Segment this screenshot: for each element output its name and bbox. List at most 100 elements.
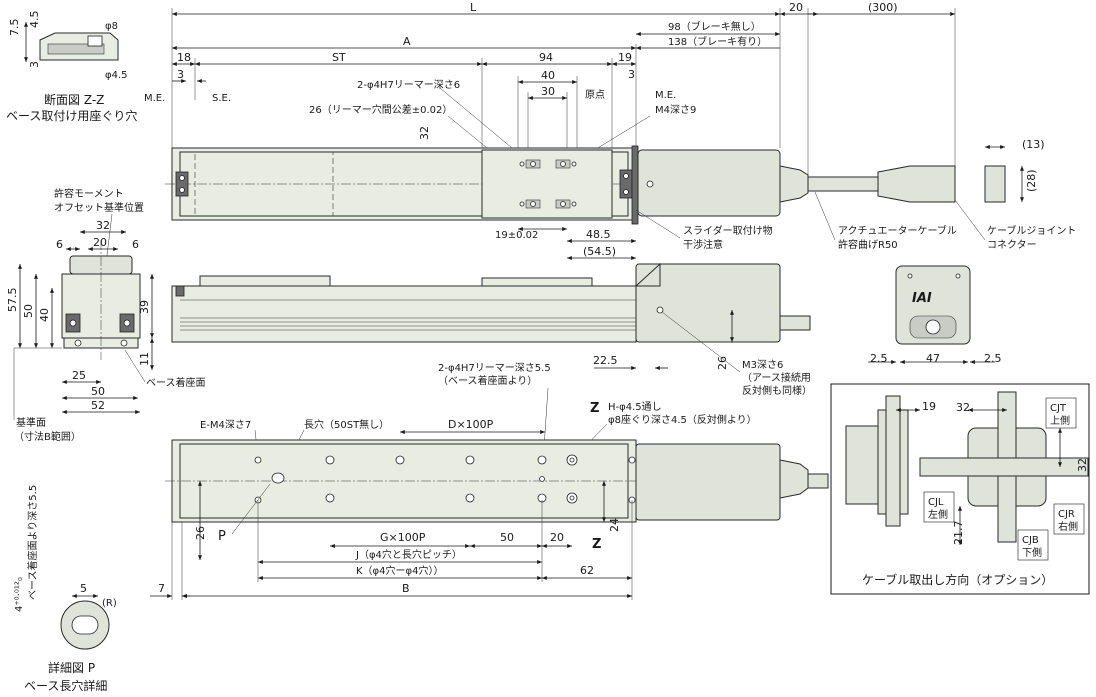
dim-3-zz: 3 (28, 61, 41, 68)
dim-brake-none: 98（ブレーキ無し） (668, 20, 761, 33)
dim-20: 20 (789, 1, 803, 14)
motor-end-view: IAI 2.5 47 2.5 (868, 265, 1002, 365)
section-zz: 7.5 4.5 3 φ8 φ4.5 断面図 Z-Z ベース取付け用座ぐり穴 (6, 11, 137, 124)
dim-300: (300) (868, 1, 898, 14)
dim-50-end-b: 50 (91, 385, 105, 398)
dim-47: 47 (926, 352, 940, 365)
dim-2-5-a: 2.5 (870, 352, 888, 365)
cjl-code: CJL (928, 497, 944, 508)
dim-39: 39 (138, 300, 151, 314)
dim-32-top: 32 (418, 126, 431, 140)
side-view: 22.5 26 M3深さ6 （アース接続用 反対側も同様） (171, 262, 812, 397)
dim-dx: D×100P (448, 418, 494, 431)
note-bottom-reamer-1: 2-φ4H7リーマー深さ5.5 (438, 362, 551, 374)
dim-2-5-b: 2.5 (984, 352, 1002, 365)
dim-brake-with: 138（ブレーキ有り） (668, 35, 767, 48)
bottom-view: 2-φ4H7リーマー深さ5.5 （ベース着座面より） E-M4深さ7 長穴（50… (150, 362, 829, 600)
p-label: P (218, 529, 226, 544)
note-me-left: M.E. (144, 93, 165, 104)
dim-62: 62 (580, 564, 594, 577)
detail-p-5: 5 (80, 582, 87, 595)
dim-11: 11 (138, 352, 151, 366)
detail-p-tol: 4⁺⁰·⁰¹²₀ (14, 577, 25, 612)
dim-20-bottom: 20 (550, 531, 564, 544)
dim-30: 30 (541, 85, 555, 98)
note-se: S.E. (212, 93, 231, 104)
dim-26-bottom: 26 (194, 526, 207, 540)
dim-50-end: 50 (22, 304, 35, 318)
dim-7-5: 7.5 (8, 19, 21, 37)
note-me-right: M.E. (655, 90, 676, 101)
cjt-label: 上側 (1050, 414, 1070, 427)
note-origin: 原点 (585, 89, 605, 101)
note-slider-2: 干渉注意 (683, 238, 723, 251)
note-hthru-1: H-φ4.5通し (608, 401, 662, 413)
dim-6-b: 6 (132, 238, 139, 251)
dim-20-end: 20 (93, 236, 107, 249)
cable-dim-19: 19 (922, 400, 936, 413)
note-moment-1: 許容モーメント (54, 187, 124, 200)
detail-p-depth: ベース着座面より深さ5.5 (26, 485, 39, 600)
cable-dim-32: 32 (956, 401, 970, 414)
note-ref-2: （寸法B範囲） (14, 430, 81, 443)
dim-28: (28) (1025, 169, 1038, 192)
dim-phi4-5: φ4.5 (105, 70, 128, 81)
cjb-code: CJB (1022, 535, 1039, 546)
dim-19: 19 (618, 51, 632, 64)
note-moment-2: オフセット基準位置 (54, 201, 144, 214)
iai-logo: IAI (912, 291, 932, 306)
note-bottom-reamer-2: （ベース着座面より） (438, 374, 537, 387)
detail-p: ベース着座面より深さ5.5 4⁺⁰·⁰¹²₀ 5 (R) 詳細図 P ベース長穴… (14, 485, 117, 693)
dim-19-tol: 19±0.02 (495, 230, 538, 241)
dim-13: (13) (1022, 138, 1045, 151)
dim-phi8: φ8 (105, 21, 118, 32)
dim-k: K（φ4穴ーφ4穴）） (356, 564, 443, 577)
dim-L: L (470, 1, 477, 14)
dim-b: B (402, 582, 410, 595)
note-m4: M4深さ9 (655, 104, 696, 116)
note-em4: E-M4深さ7 (200, 419, 251, 431)
z-label-bottom: Z (592, 537, 601, 552)
dim-3-right: 3 (628, 68, 635, 81)
note-cable-2: 許容曲げR50 (838, 238, 898, 251)
note-slot-hole: 長穴（50ST無し） (304, 418, 389, 431)
cjr-label: 右側 (1058, 520, 1078, 533)
dim-40-end: 40 (38, 308, 51, 322)
cjt-code: CJT (1050, 403, 1067, 414)
note-joint-2: コネクター (987, 239, 1037, 251)
end-view: 許容モーメント オフセット基準位置 32 6 20 6 57.5 50 40 3… (6, 187, 206, 443)
dim-54-5: (54.5) (583, 245, 616, 258)
dim-A: A (403, 35, 411, 48)
note-hthru-2: φ8座ぐり深さ4.5（反対側より） (608, 413, 757, 426)
section-zz-subtitle: ベース取付け用座ぐり穴 (6, 108, 137, 123)
note-base-surface: ベース着座面 (146, 376, 206, 389)
note-reamer-tol: 26（リーマー穴間公差±0.02） (309, 103, 452, 116)
dim-52: 52 (91, 399, 105, 412)
cable-box-title: ケーブル取出し方向（オプション） (862, 572, 1053, 587)
dim-7: 7 (158, 582, 165, 595)
note-reamer-hole: 2-φ4H7リーマー深さ6 (357, 79, 460, 91)
dim-94: 94 (539, 51, 553, 64)
dim-48-5: 48.5 (586, 228, 611, 241)
detail-p-r: (R) (102, 598, 117, 609)
note-m3-1: M3深さ6 (742, 359, 783, 371)
dim-32-end: 32 (96, 219, 110, 232)
note-cable-1: アクチュエーターケーブル (838, 224, 957, 237)
dim-26-side: 26 (716, 356, 729, 370)
dim-18: 18 (177, 51, 191, 64)
note-ref-1: 基準面 (16, 416, 46, 429)
dim-gx: G×100P (380, 531, 426, 544)
dim-j: J（φ4穴と長穴ピッチ） (355, 548, 462, 561)
cjr-code: CJR (1058, 509, 1075, 520)
dim-6-a: 6 (56, 238, 63, 251)
section-zz-title: 断面図 Z-Z (44, 92, 104, 107)
dim-24: 24 (608, 518, 621, 532)
z-label-top: Z (590, 401, 599, 416)
detail-p-subtitle: ベース長穴詳細 (24, 678, 107, 693)
note-m3-2: （アース接続用 (742, 371, 811, 384)
cjl-label: 左側 (928, 508, 948, 521)
dim-ST: ST (332, 51, 346, 64)
cable-dim-32-b: 32 (1076, 458, 1089, 472)
dim-50-bottom: 50 (500, 531, 514, 544)
